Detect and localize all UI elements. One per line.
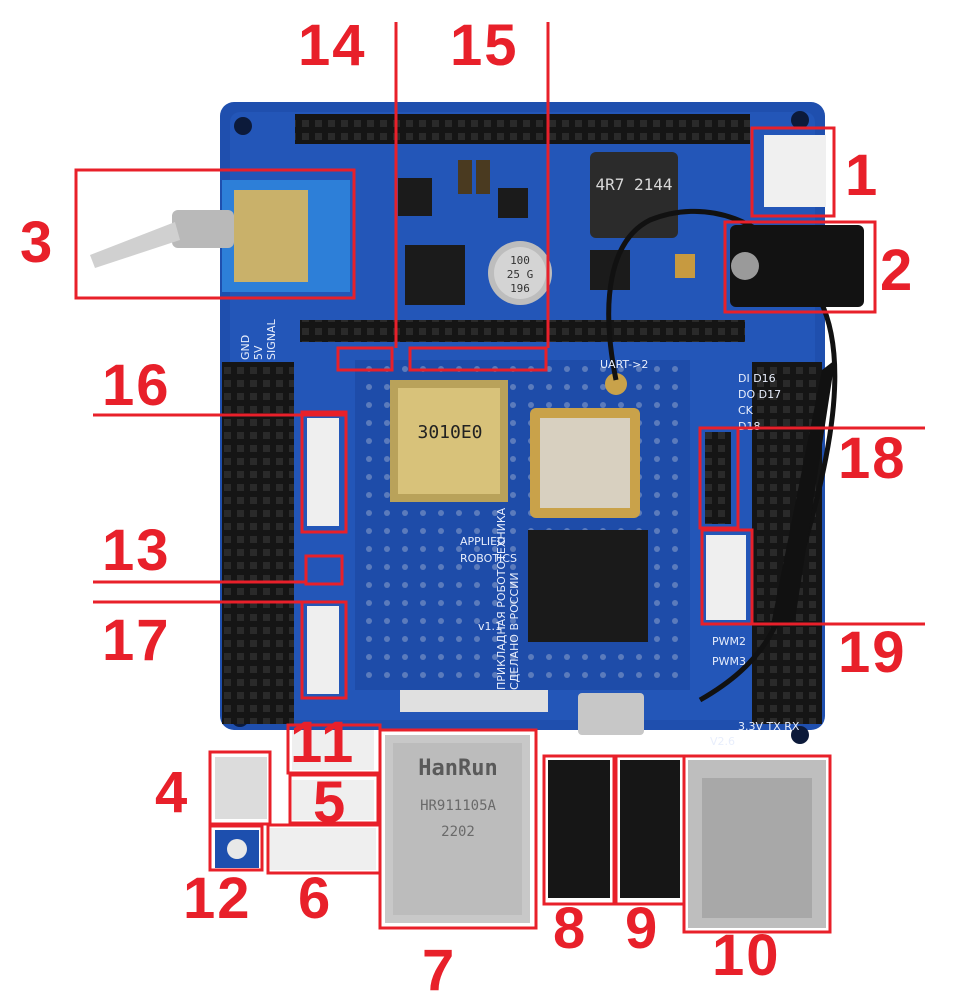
callout-16: 16 xyxy=(102,353,171,418)
electrolytic-capacitor: 100 25 G 196 xyxy=(488,241,552,305)
svg-text:HR911105A: HR911105A xyxy=(420,798,496,814)
svg-text:СДЕЛАНО В РОССИИ: СДЕЛАНО В РОССИИ xyxy=(508,572,521,690)
micro-usb-port xyxy=(215,757,267,819)
pin-label: DI D16 xyxy=(738,372,776,385)
pwm2-label: PWM2 xyxy=(712,635,746,648)
middle-pin-header xyxy=(300,320,745,342)
smd-part xyxy=(458,160,472,194)
pwm3-label: PWM3 xyxy=(712,655,746,668)
callout-11: 11 xyxy=(290,710,355,775)
usb-a-port xyxy=(688,760,826,928)
callout-14: 14 xyxy=(298,13,367,78)
jst-connector-16 xyxy=(307,418,339,526)
power-rail-label: 3.3V TX RX xyxy=(738,720,800,733)
callout-graphics xyxy=(74,22,925,934)
callout-6: 6 xyxy=(298,866,332,931)
barrel-jack xyxy=(730,225,864,307)
ffc-connector xyxy=(400,690,548,712)
left-pin-header xyxy=(222,362,294,724)
svg-text:4R7 2144: 4R7 2144 xyxy=(595,175,672,194)
callout-4: 4 xyxy=(155,760,189,825)
svg-text:196: 196 xyxy=(510,282,530,295)
svg-text:2202: 2202 xyxy=(441,824,475,840)
svg-text:HanRun: HanRun xyxy=(418,756,497,781)
driver-ic xyxy=(498,188,528,218)
uart-label: UART->2 xyxy=(600,358,648,371)
svg-text:3010E0: 3010E0 xyxy=(417,422,482,443)
callout-18: 18 xyxy=(838,426,907,491)
callout-1: 1 xyxy=(845,143,879,208)
jst-connector-6 xyxy=(270,828,376,870)
svg-text:ПРИКЛАДНАЯ РОБОТОТЕХНИКА: ПРИКЛАДНАЯ РОБОТОТЕХНИКА xyxy=(495,507,508,690)
svg-text:ROBOTICS: ROBOTICS xyxy=(460,552,517,565)
jst-connector-11 xyxy=(292,730,374,770)
ethernet-port: HanRun HR911105A 2202 xyxy=(385,735,530,923)
mounting-hole xyxy=(791,111,809,129)
callout-13: 13 xyxy=(102,518,171,583)
pin-label: CK xyxy=(738,404,754,417)
callout-7: 7 xyxy=(422,938,456,999)
callout-5: 5 xyxy=(313,770,347,835)
svg-text:v1.1: v1.1 xyxy=(478,620,502,633)
module-micro-usb xyxy=(578,693,644,735)
callout-2: 2 xyxy=(880,238,914,303)
antenna-connector xyxy=(605,373,627,395)
svg-text:APPLIED: APPLIED xyxy=(460,535,506,548)
pin-header-18 xyxy=(705,432,731,524)
board-version: V2.6 xyxy=(710,735,735,748)
callout-12: 12 xyxy=(183,866,252,931)
callout-17: 17 xyxy=(102,608,171,673)
callout-19: 19 xyxy=(838,620,907,685)
svg-text:100: 100 xyxy=(510,254,530,267)
mounting-hole xyxy=(234,117,252,135)
top-pin-header xyxy=(295,114,750,144)
pin-label: DO D17 xyxy=(738,388,781,401)
side-label: GND xyxy=(239,335,252,360)
toggle-switch xyxy=(90,180,350,292)
callout-8: 8 xyxy=(553,896,587,961)
right-pin-header xyxy=(752,362,822,724)
callout-10: 10 xyxy=(712,923,781,988)
jst-connector-17 xyxy=(307,606,339,694)
callout-3: 3 xyxy=(20,210,54,275)
callout-15: 15 xyxy=(450,13,519,78)
jst-connector-5 xyxy=(292,780,374,820)
regulator-ic xyxy=(398,178,432,216)
inductor: 4R7 2144 xyxy=(590,152,678,238)
svg-text:25 G: 25 G xyxy=(507,268,534,281)
controller-module: 3010E0 APPLIED ROBOTICS v1.1 ПРИКЛАДНАЯ … xyxy=(355,360,690,690)
jst-connector-1 xyxy=(764,135,826,207)
jst-connector-19 xyxy=(706,535,746,620)
smd-part xyxy=(476,160,490,194)
side-label: SIGNAL xyxy=(265,318,278,360)
side-label: 5V xyxy=(252,345,265,360)
memory-chip xyxy=(528,530,648,642)
audio-jack-9 xyxy=(620,760,680,898)
callout-9: 9 xyxy=(625,896,659,961)
smd-part xyxy=(675,254,695,278)
mounting-hole xyxy=(791,726,809,744)
power-ic xyxy=(405,245,465,305)
audio-jack-8 xyxy=(548,760,610,898)
